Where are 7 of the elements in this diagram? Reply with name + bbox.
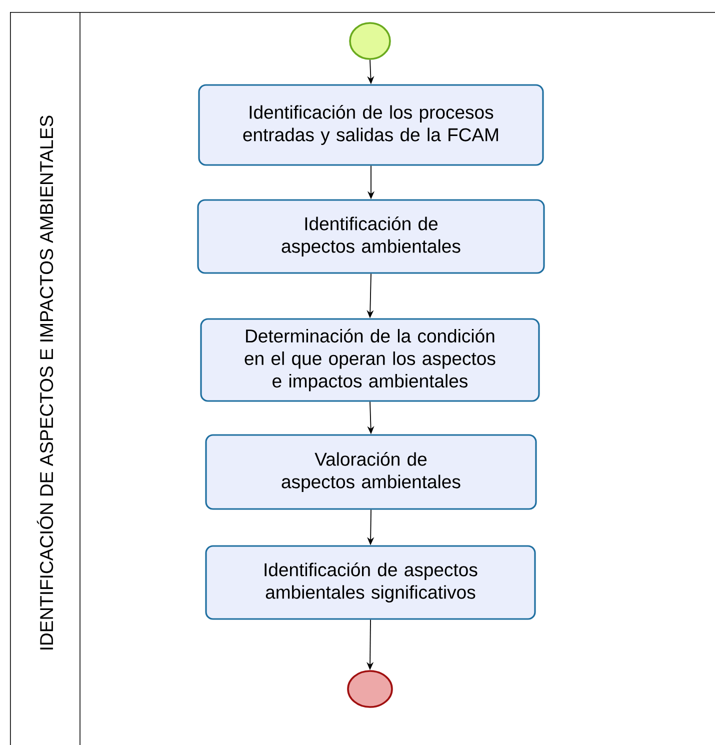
task-box: Identificación de aspectos ambientales significativos (205, 545, 536, 620)
task-box: Identificación de los procesos entradas y salidas de la FCAM (198, 84, 544, 166)
start-event-circle (349, 22, 391, 60)
task-box: Determinación de la condición en el que operan los aspectos e impactos ambientales (200, 318, 540, 402)
end-event-circle (347, 670, 393, 708)
task-box: Identificación de aspectos ambientales (197, 199, 545, 274)
task-box: Valoración de aspectos ambientales (205, 434, 537, 510)
